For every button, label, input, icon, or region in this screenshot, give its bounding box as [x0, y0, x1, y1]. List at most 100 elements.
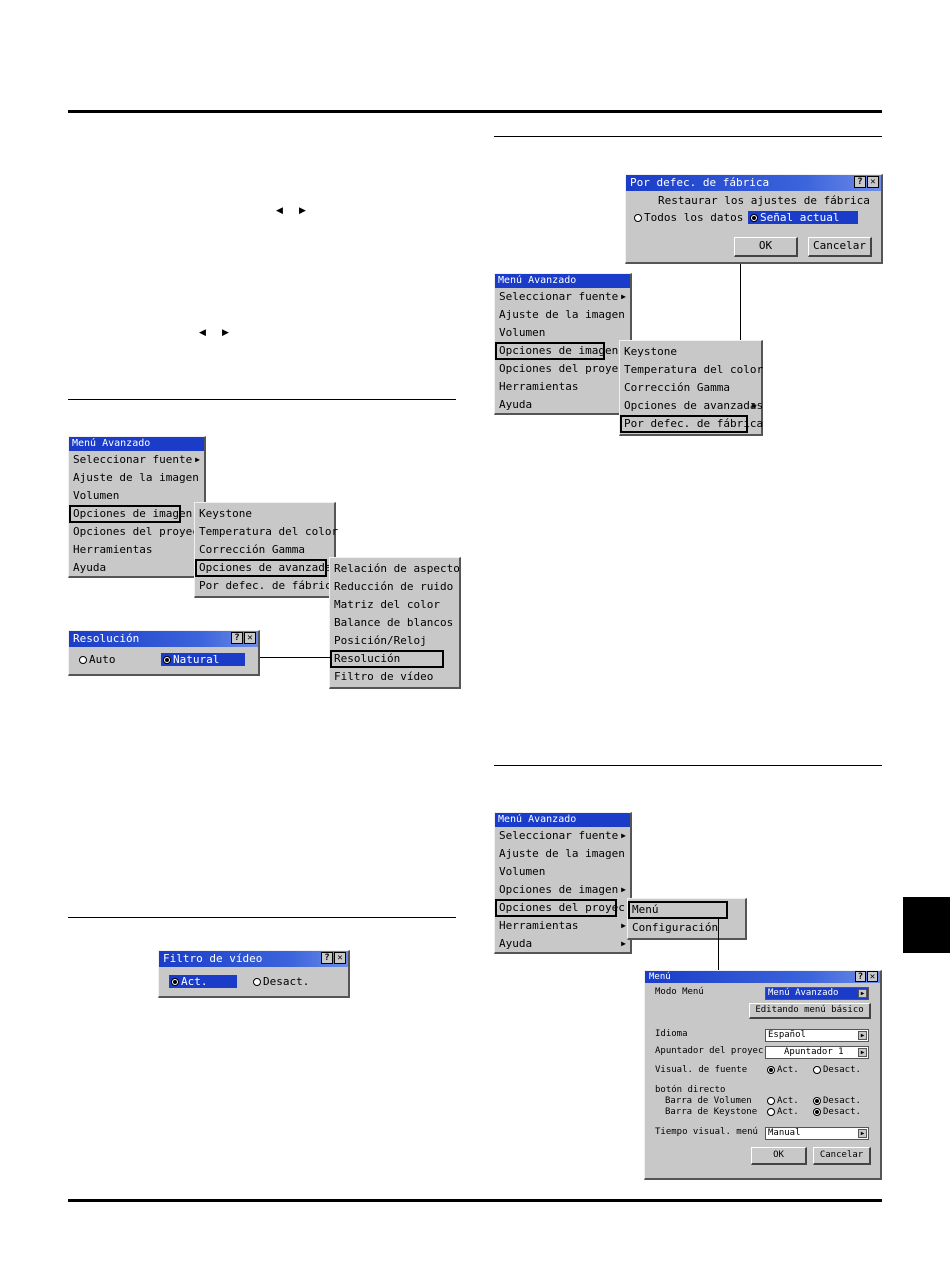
menu-item-ayuda[interactable]: Ayuda [499, 398, 533, 411]
connector-line-3 [718, 918, 719, 970]
proyec-item-configuracion[interactable]: Configuración [632, 921, 719, 934]
submenu-arrow-icon: ▶ [621, 939, 626, 948]
dropdown-arrow-icon: ▶ [858, 1031, 867, 1040]
adv-item-ruido[interactable]: Reducción de ruido [334, 580, 454, 593]
menu-item-opciones-proyec[interactable]: Opciones del proyec. [495, 899, 631, 917]
submenu-arrow-icon: ▶ [621, 885, 626, 894]
volumen-act[interactable]: Act. [767, 1096, 799, 1106]
bottom-rule [68, 1199, 882, 1202]
cancel-button[interactable]: Cancelar [808, 237, 872, 257]
submenu-item-gamma[interactable]: Corrección Gamma [199, 543, 305, 556]
menu-item-volumen[interactable]: Volumen [73, 489, 120, 502]
image-options-submenu-2: Keystone Temperatura del color Correcció… [619, 340, 763, 436]
radio-natural[interactable]: Natural [161, 653, 245, 666]
adv-item-resolucion[interactable]: Resolución [330, 650, 444, 668]
radio-todos[interactable]: Todos los datos [634, 211, 743, 224]
modo-menu-select[interactable]: Menú Avanzado▶ [765, 987, 869, 1000]
adv-item-balance[interactable]: Balance de blancos [334, 616, 454, 629]
menu-item-seleccionar[interactable]: Seleccionar fuente▶ [69, 451, 204, 469]
radio-desact[interactable]: Desact. [253, 975, 309, 988]
idioma-select[interactable]: Español▶ [765, 1029, 869, 1042]
menu-item-seleccionar[interactable]: Seleccionar fuente▶ [495, 827, 630, 845]
keystone-desact[interactable]: Desact. [813, 1107, 861, 1117]
resolucion-dialog: Resolución ?✕ Auto Natural [68, 630, 260, 676]
apuntador-select[interactable]: Apuntador 1▶ [765, 1046, 869, 1059]
close-icon[interactable]: ✕ [867, 176, 879, 188]
adv-item-aspecto[interactable]: Relación de aspecto [334, 562, 460, 575]
top-rule [68, 110, 882, 113]
menu-item-herramientas[interactable]: Herramientas [73, 543, 153, 556]
image-options-submenu-1: Keystone Temperatura del color Correcció… [194, 502, 339, 598]
close-icon[interactable]: ✕ [867, 971, 878, 982]
dialog-titlebar: Por defec. de fábrica ?✕ [626, 175, 881, 191]
projector-options-submenu: Menú Configuración [627, 898, 747, 940]
radio-auto[interactable]: Auto [79, 653, 116, 666]
menu-item-volumen[interactable]: Volumen [499, 865, 546, 878]
dialog-titlebar: Menú ?✕ [645, 971, 880, 983]
tiempo-visual-select[interactable]: Manual▶ [765, 1127, 869, 1140]
menu-item-ajuste[interactable]: Ajuste de la imagen [73, 471, 199, 484]
ok-button[interactable]: OK [734, 237, 798, 257]
dialog-titlebar: Resolución ?✕ [69, 631, 258, 647]
section-rule-left-2 [68, 917, 456, 918]
menu-title: Menú Avanzado [495, 274, 630, 288]
keystone-act[interactable]: Act. [767, 1107, 799, 1117]
visual-fuente-act[interactable]: Act. [767, 1065, 799, 1075]
submenu-item-fabrica[interactable]: Por defec. de fábrica [620, 415, 763, 433]
submenu-item-keystone[interactable]: Keystone [624, 345, 677, 358]
menu-item-opciones-proyec[interactable]: Opciones del proyec. [73, 525, 206, 538]
help-icon[interactable]: ? [854, 176, 866, 188]
modo-menu-label: Modo Menú [655, 987, 704, 997]
menu-item-opciones-proyec[interactable]: Opciones del proyec. [499, 362, 632, 375]
right-arrow-icon: ▶ [299, 206, 306, 216]
help-icon[interactable]: ? [855, 971, 866, 982]
menu-item-opciones-imagen[interactable]: Opciones de imagen▶ [495, 881, 630, 899]
menu-item-opciones-imagen[interactable]: Opciones de imagen [495, 342, 618, 360]
proyec-item-menu[interactable]: Menú [628, 901, 728, 919]
help-icon[interactable]: ? [231, 632, 243, 644]
cancel-button[interactable]: Cancelar [813, 1147, 871, 1165]
submenu-arrow-icon: ▶ [752, 401, 757, 410]
menu-item-opciones-imagen[interactable]: Opciones de imagen [69, 505, 192, 523]
menu-item-herramientas[interactable]: Herramientas [499, 380, 579, 393]
connector-line-1 [260, 657, 330, 658]
submenu-item-gamma[interactable]: Corrección Gamma [624, 381, 730, 394]
adv-item-filtro[interactable]: Filtro de vídeo [334, 670, 434, 683]
menu-item-seleccionar[interactable]: Seleccionar fuente▶ [495, 288, 630, 306]
submenu-item-fabrica[interactable]: Por defec. de fábrica [199, 579, 339, 592]
right-arrow-icon-2: ▶ [222, 328, 229, 338]
filtro-dialog: Filtro de vídeo ?✕ Act. Desact. [158, 950, 350, 998]
section-rule-left-1 [68, 399, 456, 400]
submenu-arrow-icon: ▶ [195, 455, 200, 464]
submenu-item-keystone[interactable]: Keystone [199, 507, 252, 520]
menu-title: Menú Avanzado [69, 437, 204, 451]
advanced-menu-2: Menú Avanzado Seleccionar fuente▶ Ajuste… [494, 273, 632, 415]
submenu-item-avanzadas[interactable]: Opciones de avanzadas [195, 559, 338, 577]
advanced-menu-3: Menú Avanzado Seleccionar fuente▶ Ajuste… [494, 812, 632, 954]
advanced-menu-1: Menú Avanzado Seleccionar fuente▶ Ajuste… [68, 436, 206, 578]
fabrica-dialog: Por defec. de fábrica ?✕ Restaurar los a… [625, 174, 883, 264]
submenu-arrow-icon: ▶ [621, 831, 626, 840]
advanced-options-submenu: Relación de aspecto Reducción de ruido M… [329, 557, 461, 689]
help-icon[interactable]: ? [321, 952, 333, 964]
radio-act[interactable]: Act. [169, 975, 237, 988]
volumen-desact[interactable]: Desact. [813, 1096, 861, 1106]
submenu-item-avanzadas[interactable]: Opciones de avanzadas▶ [620, 397, 763, 415]
visual-fuente-desact[interactable]: Desact. [813, 1065, 861, 1075]
menu-item-volumen[interactable]: Volumen [499, 326, 546, 339]
adv-item-matriz[interactable]: Matriz del color [334, 598, 440, 611]
submenu-item-temperatura[interactable]: Temperatura del color [199, 525, 339, 538]
menu-item-herramientas[interactable]: Herramientas▶ [495, 917, 630, 935]
barra-keystone-label: Barra de Keystone [665, 1107, 758, 1117]
close-icon[interactable]: ✕ [334, 952, 346, 964]
radio-senal[interactable]: Señal actual [748, 211, 858, 224]
menu-item-ajuste[interactable]: Ajuste de la imagen [499, 847, 625, 860]
menu-item-ayuda[interactable]: Ayuda [73, 561, 107, 574]
edit-basic-menu-button[interactable]: Editando menú básico [749, 1003, 871, 1019]
adv-item-posicion[interactable]: Posición/Reloj [334, 634, 427, 647]
close-icon[interactable]: ✕ [244, 632, 256, 644]
menu-item-ayuda[interactable]: Ayuda▶ [495, 935, 630, 953]
menu-item-ajuste[interactable]: Ajuste de la imagen [499, 308, 625, 321]
ok-button[interactable]: OK [751, 1147, 807, 1165]
submenu-item-temperatura[interactable]: Temperatura del color [624, 363, 764, 376]
